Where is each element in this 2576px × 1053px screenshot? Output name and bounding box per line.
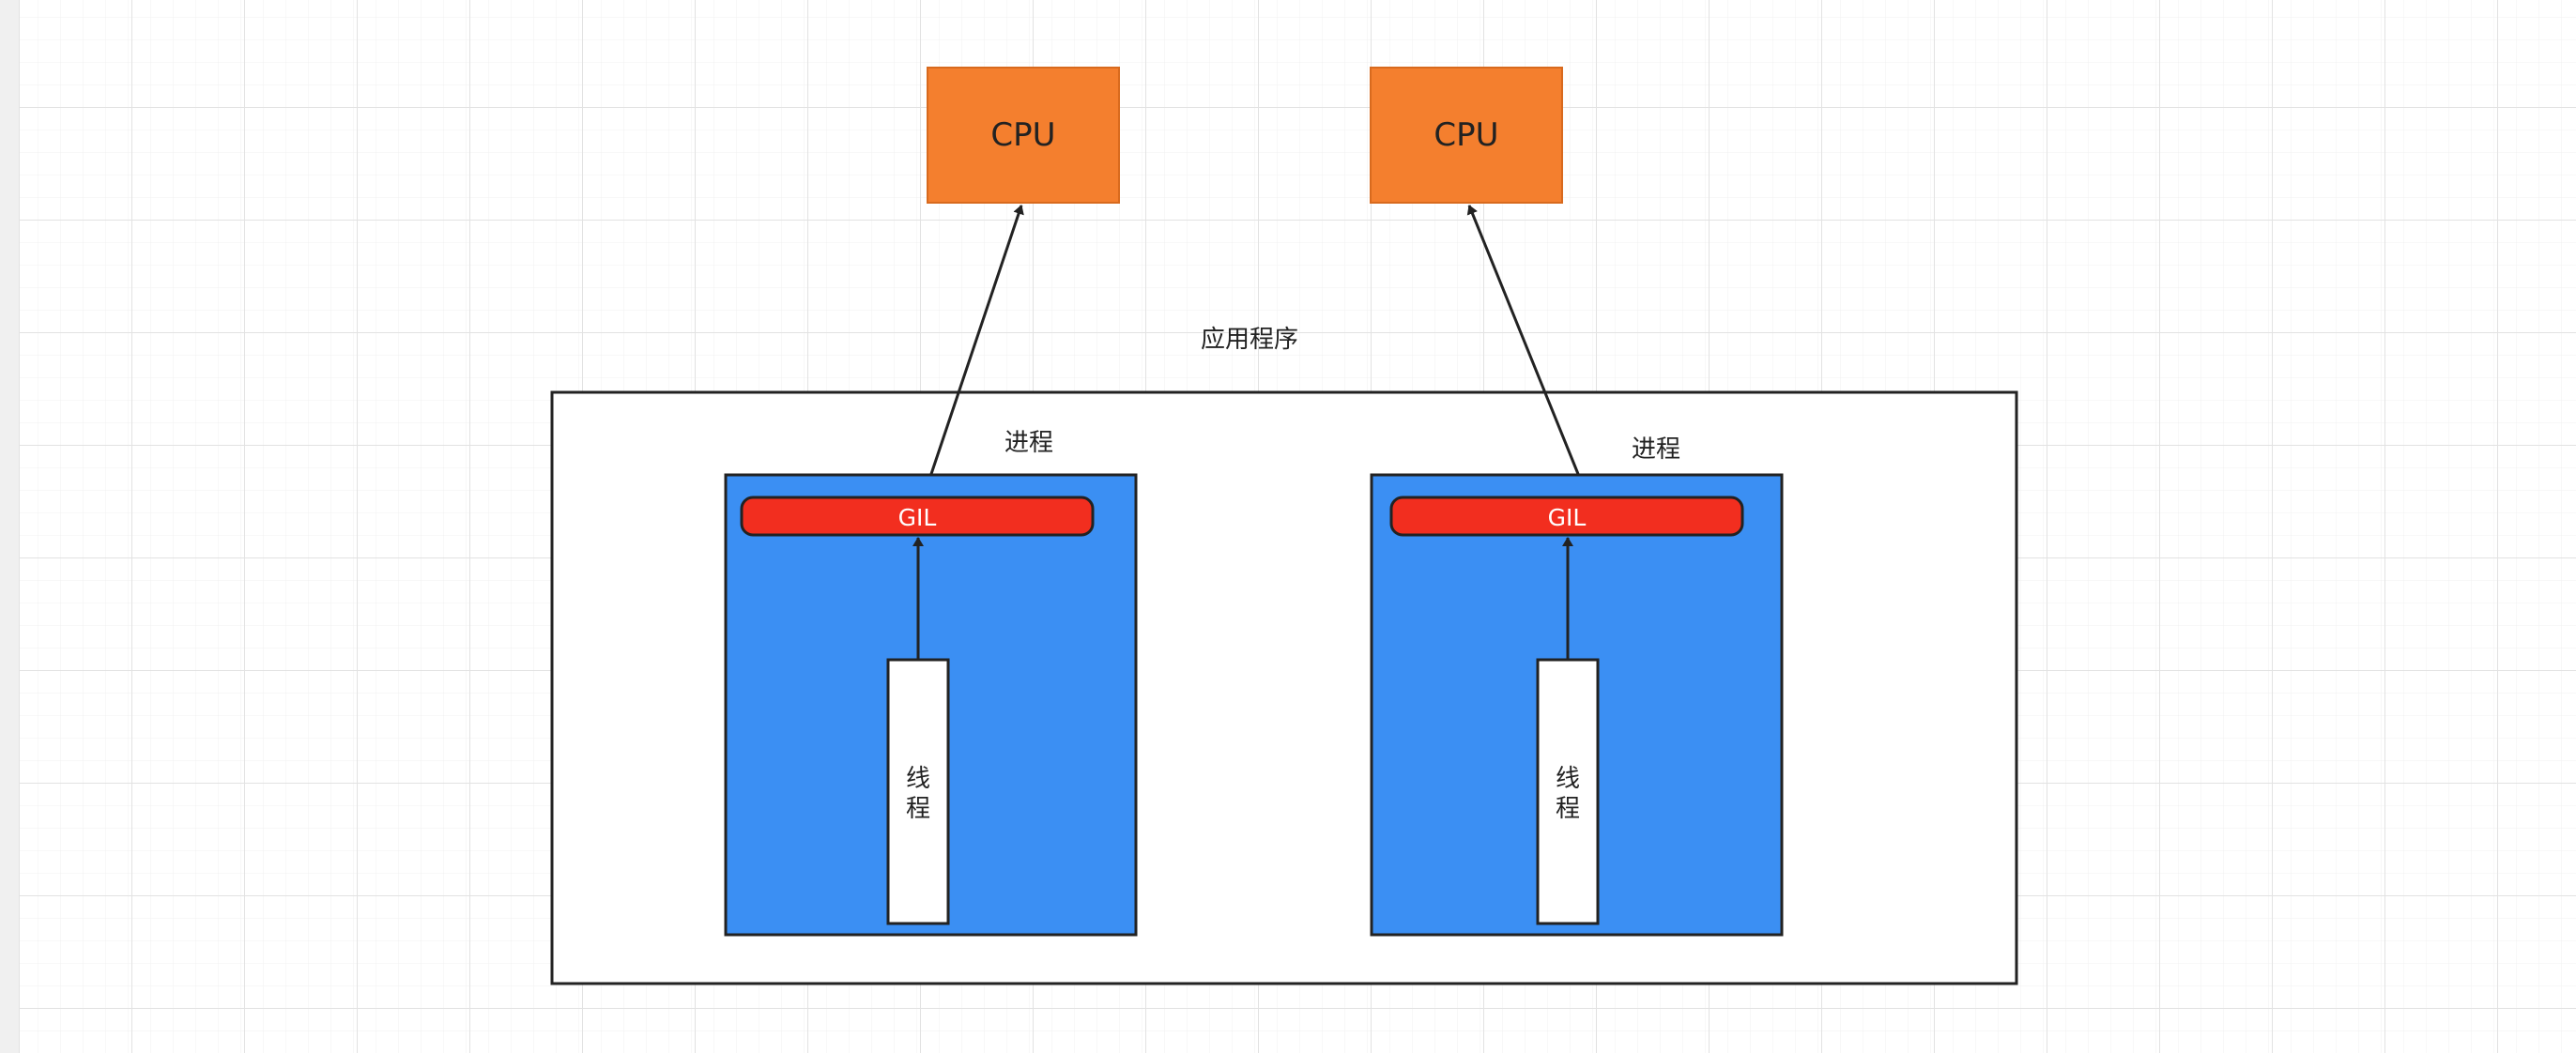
cpu-box-2[interactable] — [1370, 67, 1563, 204]
thread-label-2-char-2: 程 — [1556, 795, 1580, 823]
thread-label-1-char-2: 程 — [906, 795, 930, 823]
thread-label-2-char-1: 线 — [1556, 765, 1580, 793]
process-to-cpu-arrow-1[interactable] — [929, 205, 1024, 475]
process-to-cpu-arrow-2[interactable] — [1466, 205, 1580, 475]
cpu-box-1[interactable] — [927, 67, 1120, 204]
gil-label-2: GIL — [1548, 504, 1587, 531]
gil-bar-2[interactable] — [1389, 496, 1744, 537]
process-label-2: 进程 — [1632, 435, 1680, 464]
gil-label-1: GIL — [898, 504, 937, 531]
left-strip — [0, 0, 19, 1053]
cpu-label-1: CPU — [990, 116, 1055, 154]
gil-bar-1[interactable] — [740, 496, 1095, 537]
cpu-label-2: CPU — [1434, 116, 1498, 154]
thread-box-1[interactable] — [886, 658, 950, 925]
application-label: 应用程序 — [1201, 326, 1298, 354]
thread-label-1-char-1: 线 — [906, 765, 930, 793]
process-label-1: 进程 — [1004, 429, 1053, 457]
